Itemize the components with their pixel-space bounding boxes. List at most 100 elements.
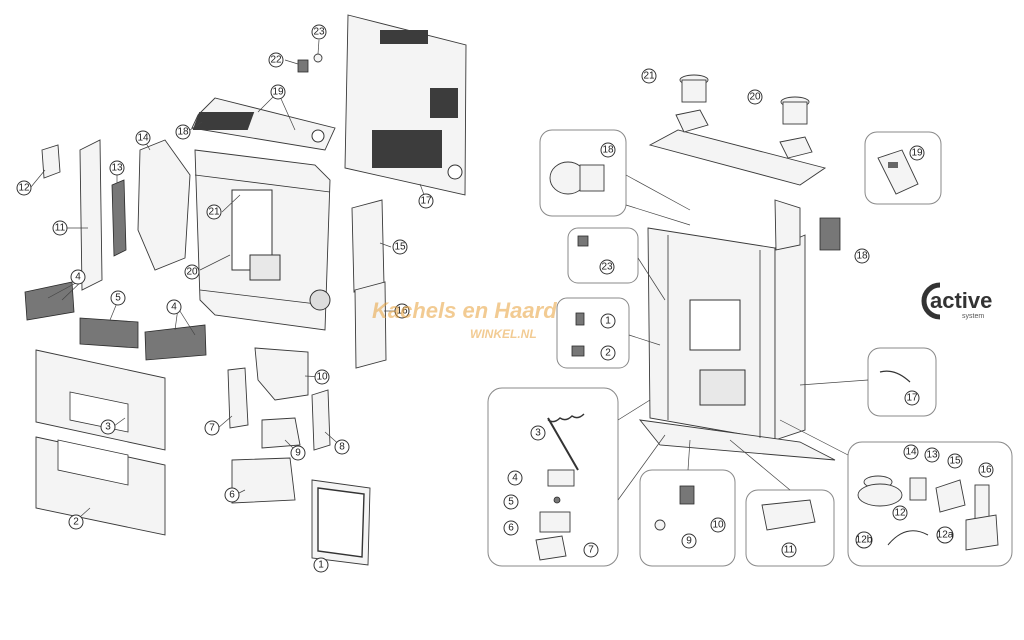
svg-text:20: 20	[749, 92, 761, 103]
small-plate	[41, 144, 61, 179]
detail-board-11	[761, 499, 816, 531]
front-grille-right	[144, 324, 207, 361]
right-main-frame	[638, 227, 836, 461]
small-knob	[313, 53, 323, 63]
detail-switch-1	[575, 312, 585, 326]
left-callout-16: 16	[394, 303, 410, 319]
right-callout-4: 4	[507, 470, 523, 486]
left-callout-4a: 4	[70, 269, 86, 285]
left-callout-3: 3	[100, 419, 116, 435]
right-callout-2: 2	[600, 345, 616, 361]
side-panel-right-lower	[354, 281, 387, 369]
watermark: Kachels en Haarden WINKEL.NL	[372, 298, 582, 341]
right-callout-15: 15	[947, 453, 963, 469]
svg-text:14: 14	[137, 133, 149, 144]
svg-text:2: 2	[73, 517, 79, 528]
svg-text:15: 15	[949, 456, 961, 467]
right-callout-14: 14	[903, 444, 919, 460]
right-callout-20: 20	[747, 89, 763, 105]
svg-text:15: 15	[394, 242, 406, 253]
left-callout-14: 14	[135, 130, 151, 146]
svg-text:21: 21	[643, 71, 655, 82]
front-grille-left	[24, 281, 75, 321]
left-callout-19: 19	[270, 84, 286, 100]
svg-text:23: 23	[313, 27, 325, 38]
svg-text:6: 6	[508, 523, 514, 534]
svg-text:5: 5	[508, 497, 514, 508]
left-callout-22: 22	[268, 52, 284, 68]
svg-text:4: 4	[512, 473, 518, 484]
detail-remote-19	[877, 149, 919, 195]
front-grille-center	[79, 317, 139, 349]
right-callout-18a: 18	[600, 142, 616, 158]
right-callout-5: 5	[503, 494, 519, 510]
detail-gasket-4	[547, 469, 575, 487]
left-callout-8: 8	[334, 439, 350, 455]
right-callout-23: 23	[599, 259, 615, 275]
detail-fan-18	[549, 161, 605, 195]
svg-text:23: 23	[601, 262, 613, 273]
svg-text:1: 1	[605, 316, 611, 327]
svg-text:2: 2	[605, 348, 611, 359]
svg-text:5: 5	[115, 293, 121, 304]
detail-panel-17	[867, 347, 937, 417]
detail-motor-7	[535, 535, 567, 561]
svg-text:17: 17	[906, 393, 918, 404]
svg-text:7: 7	[588, 545, 594, 556]
top-cover	[191, 97, 336, 151]
right-callout-3: 3	[530, 425, 546, 441]
svg-text:3: 3	[535, 428, 541, 439]
base-tray	[231, 457, 296, 504]
svg-text:20: 20	[186, 267, 198, 278]
flue-outlet-20	[780, 96, 810, 125]
svg-text:4: 4	[171, 302, 177, 313]
svg-text:13: 13	[111, 163, 123, 174]
side-cover	[137, 139, 191, 271]
left-callout-7: 7	[204, 420, 220, 436]
detail-switch-2	[571, 345, 585, 357]
detail-sensor-wire-17	[879, 370, 911, 383]
svg-text:7: 7	[209, 423, 215, 434]
svg-text:6: 6	[229, 490, 235, 501]
top-plate	[648, 129, 827, 186]
flue-outlet-21	[679, 74, 709, 103]
left-callout-20: 20	[184, 264, 200, 280]
right-callout-21: 21	[641, 68, 657, 84]
svg-text:13: 13	[926, 450, 938, 461]
right-exploded-view: active system 1 2 3 4 5 6 7 9 10 11 12 1…	[487, 68, 1013, 567]
left-callout-13: 13	[109, 160, 125, 176]
left-callout-17: 17	[418, 193, 434, 209]
svg-text:active: active	[930, 288, 992, 313]
svg-text:14: 14	[905, 447, 917, 458]
right-callout-12a: 12a	[936, 526, 954, 544]
detail-knob-9	[654, 519, 666, 531]
svg-text:11: 11	[55, 223, 66, 234]
detail-plate-6	[539, 511, 571, 533]
side-insulation	[111, 179, 127, 257]
svg-text:10: 10	[712, 520, 724, 531]
svg-text:WINKEL.NL: WINKEL.NL	[470, 327, 537, 341]
svg-text:system: system	[962, 313, 984, 320]
side-bracket-right	[311, 389, 331, 451]
left-callout-21: 21	[206, 204, 222, 220]
left-callout-9: 9	[290, 445, 306, 461]
right-callout-12: 12	[892, 505, 908, 521]
detail-sensor-10	[679, 485, 695, 505]
svg-text:19: 19	[911, 148, 923, 159]
svg-text:12b: 12b	[856, 535, 873, 546]
right-callout-18b: 18	[854, 248, 870, 264]
svg-text:9: 9	[295, 448, 301, 459]
left-callout-12: 12	[16, 180, 32, 196]
flange-right	[779, 136, 813, 159]
svg-text:16: 16	[980, 465, 992, 476]
svg-text:9: 9	[686, 536, 692, 547]
left-callout-23: 23	[311, 24, 327, 40]
side-panel-left	[79, 139, 103, 291]
right-callout-16: 16	[978, 462, 994, 478]
right-callout-11: 11	[781, 542, 797, 558]
left-callout-11: 11	[52, 220, 68, 236]
svg-text:18: 18	[856, 251, 868, 262]
detail-fan-assembly	[857, 475, 999, 551]
svg-text:Kachels en Haarden: Kachels en Haarden	[372, 298, 582, 323]
